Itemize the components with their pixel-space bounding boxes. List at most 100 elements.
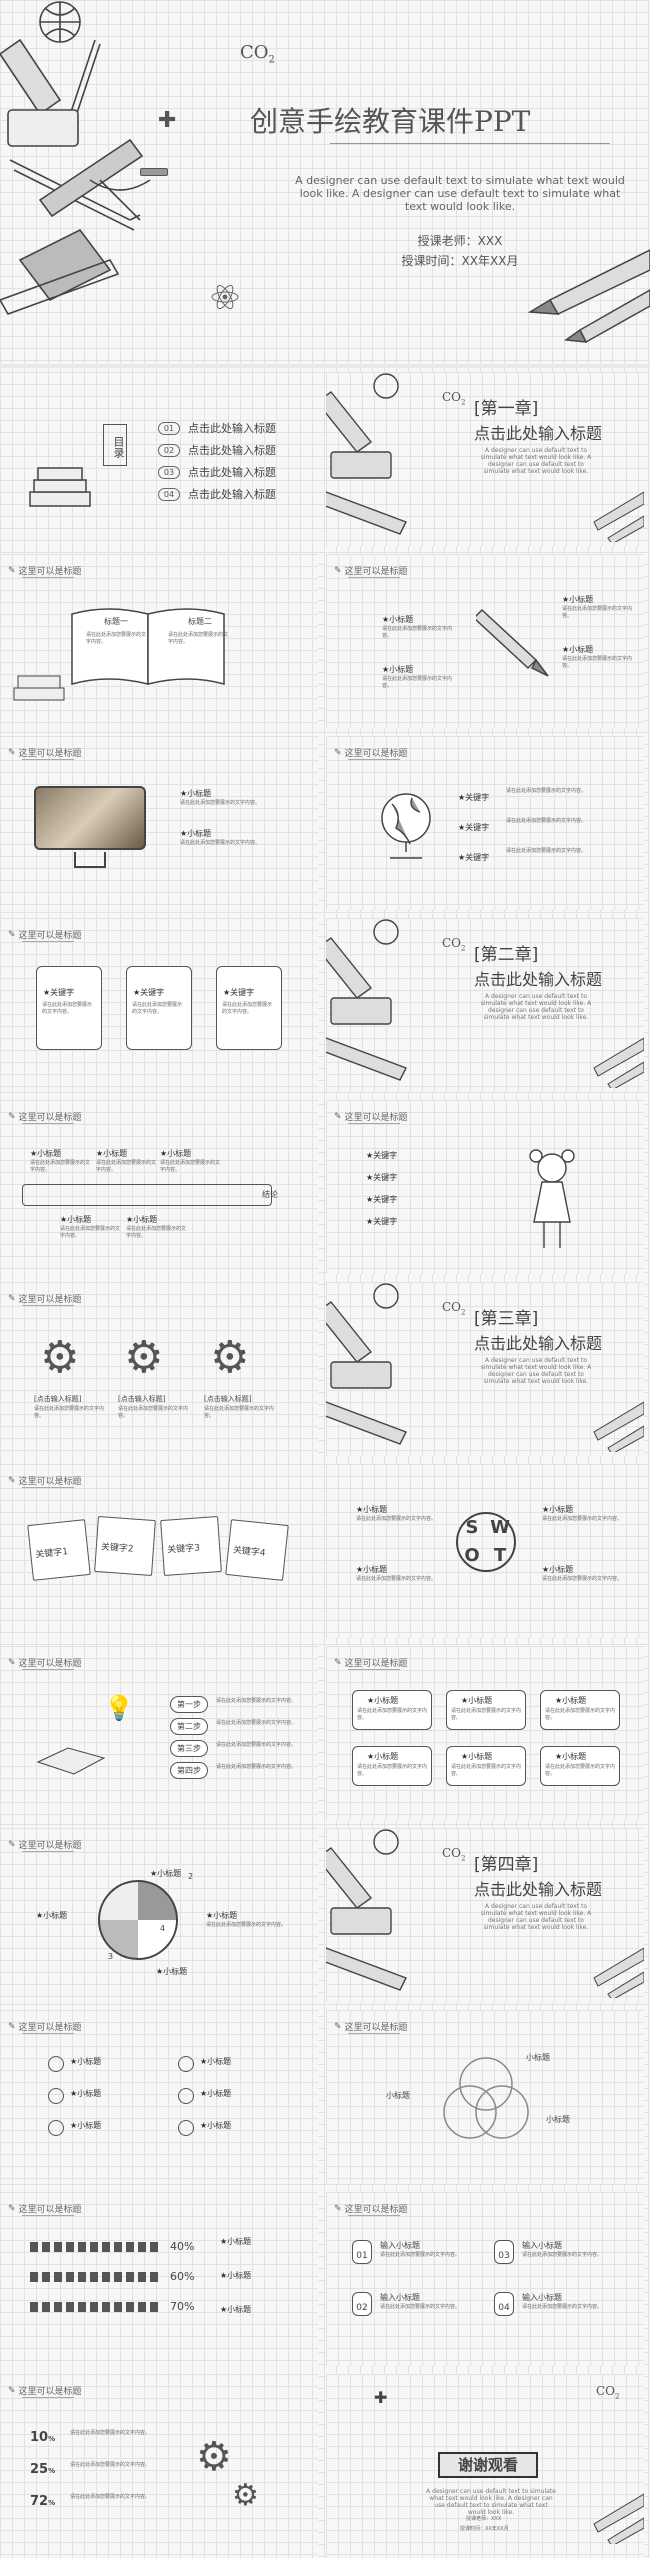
- step-pill[interactable]: 第二步: [170, 1718, 208, 1735]
- sticky-note[interactable]: 关键字3: [160, 1516, 222, 1576]
- chapter-heading: 点击此处输入标题: [474, 1880, 603, 1899]
- slide-stats[interactable]: ✎这里可以是标题 10% 25% 72% 请在此处添加您要展示的文字内容。 请在…: [0, 2374, 318, 2558]
- teacher-line: 授课老师：XXX: [417, 234, 503, 248]
- keyword-card[interactable]: ★关键字请在此处添加您要展示的文字内容。: [36, 966, 102, 1050]
- step-text: 请在此处添加您要展示的文字内容。: [216, 1720, 297, 1726]
- book-title-2: 标题二: [188, 617, 212, 626]
- slide-progress[interactable]: ✎这里可以是标题 40% 60% 70% ★小标题 ★小标题 ★小标题: [0, 2192, 318, 2366]
- slide-chapter-1[interactable]: CO2 [第一章] 点击此处输入标题 A designer can use de…: [326, 372, 644, 546]
- slide-header: ✎这里可以是标题: [8, 929, 82, 942]
- banner-card[interactable]: ★小标题请在此处添加您要展示的文字内容。: [446, 1690, 526, 1730]
- gear-label: [点击输入标题]: [34, 1395, 82, 1403]
- sticky-note[interactable]: 关键字4: [225, 1519, 289, 1581]
- circle-icon: [48, 2056, 64, 2072]
- slide-pencil-points[interactable]: ✎这里可以是标题 ★小标题 请在此处添加您要展示的文字内容。 ★小标题 请在此处…: [326, 554, 644, 728]
- swot-text: 请在此处添加您要展示的文字内容。: [542, 1516, 623, 1522]
- slide-notes[interactable]: ✎这里可以是标题 关键字1 关键字2 关键字3 关键字4: [0, 1464, 318, 1638]
- slide-globe[interactable]: ✎这里可以是标题 ★关键字 请在此处添加您要展示的文字内容。 ★关键字 请在此处…: [326, 736, 644, 910]
- atom-icon: [211, 284, 239, 310]
- banner-card[interactable]: ★小标题请在此处添加您要展示的文字内容。: [352, 1746, 432, 1786]
- slide-chapter-4[interactable]: CO2 [第四章] 点击此处输入标题 A designer can use de…: [326, 1828, 644, 2002]
- point-title: ★小标题: [382, 615, 414, 624]
- pencil-icon: ✎: [8, 2021, 16, 2032]
- pencil-illustration: [476, 608, 549, 677]
- banner-card[interactable]: ★小标题请在此处添加您要展示的文字内容。: [540, 1690, 620, 1730]
- slide-book[interactable]: ✎这里可以是标题 标题一 标题二 请在此处添加您要展示的文字内容。 请在此处添加…: [0, 554, 318, 728]
- input-text: 请在此处添加您要展示的文字内容。: [380, 2252, 461, 2258]
- step-text: 请在此处添加您要展示的文字内容。: [60, 1226, 121, 1239]
- keyword-card[interactable]: ★关键字请在此处添加您要展示的文字内容。: [126, 966, 192, 1050]
- slide-process[interactable]: ✎这里可以是标题 ★小标题 ★小标题 ★小标题 请在此处添加您要展示的文字内容。…: [0, 1100, 318, 1274]
- swot-label: ★小标题: [356, 1505, 388, 1514]
- slide-monitor[interactable]: ✎这里可以是标题 ★小标题 请在此处添加您要展示的文字内容。 ★小标题 请在此处…: [0, 736, 318, 910]
- toc-label: 目录: [103, 424, 127, 466]
- keyword-label: ★关键字: [458, 823, 490, 832]
- step-pill[interactable]: 第四步: [170, 1762, 208, 1779]
- swot-text: 请在此处添加您要展示的文字内容。: [356, 1576, 437, 1582]
- point-text: 请在此处添加您要展示的文字内容。: [382, 676, 453, 689]
- step-text: 请在此处添加您要展示的文字内容。: [30, 1160, 91, 1173]
- keyword-text: 请在此处添加您要展示的文字内容。: [506, 818, 587, 824]
- slide-chapter-3[interactable]: CO2 [第三章] 点击此处输入标题 A designer can use de…: [326, 1282, 644, 1456]
- item-title: ★小标题: [70, 2121, 102, 2130]
- slide-header: ✎这里可以是标题: [8, 2203, 82, 2216]
- toc-text: 点击此处输入标题: [188, 466, 276, 479]
- pencils-icon: [593, 1037, 644, 1088]
- keyword-label: ★关键字: [458, 853, 490, 862]
- slide-gears[interactable]: ✎这里可以是标题 ⚙ ⚙ ⚙ [点击输入标题] [点击输入标题] [点击输入标题…: [0, 1282, 318, 1456]
- stat-number: 10%: [30, 2430, 56, 2445]
- slide-girl[interactable]: ✎这里可以是标题 ★关键字 ★关键字 ★关键字 ★关键字: [326, 1100, 644, 1274]
- slide-header: ✎这里可以是标题: [334, 1657, 408, 1670]
- circle-icon: [178, 2056, 194, 2072]
- pie-num: 2: [188, 1872, 194, 1881]
- teacher-line: 授课老师：XXX: [466, 2516, 502, 2522]
- lightbulb-icon: 💡: [104, 1694, 134, 1722]
- swot-text: 请在此处添加您要展示的文字内容。: [356, 1516, 437, 1522]
- chapter-desc: A designer can use default text to simul…: [480, 993, 592, 1021]
- slide-numbered[interactable]: ✎这里可以是标题 01 02 03 04 输入小标题 输入小标题 输入小标题 输…: [326, 2192, 644, 2366]
- item-title: ★小标题: [200, 2121, 232, 2130]
- step-pill[interactable]: 第一步: [170, 1696, 208, 1713]
- slide-icon-list[interactable]: ✎这里可以是标题 ★小标题 ★小标题 ★小标题 ★小标题 ★小标题 ★小标题: [0, 2010, 318, 2184]
- slide-banners[interactable]: ✎这里可以是标题 ★小标题请在此处添加您要展示的文字内容。 ★小标题请在此处添加…: [326, 1646, 644, 1820]
- stat-number: 72%: [30, 2494, 56, 2509]
- input-text: 请在此处添加您要展示的文字内容。: [522, 2304, 603, 2310]
- banner-card[interactable]: ★小标题请在此处添加您要展示的文字内容。: [540, 1746, 620, 1786]
- pie-num: 3: [108, 1952, 114, 1961]
- books-icon: [36, 1747, 106, 1775]
- pencil-icon: ✎: [8, 929, 16, 940]
- cover-slide[interactable]: CO2 ✚ 创意手绘教育课件PPT A designer can use def…: [0, 0, 650, 368]
- slide-thanks[interactable]: ✚ CO2 谢谢观看 A designer can use default te…: [326, 2374, 644, 2558]
- slide-pie[interactable]: ✎这里可以是标题 2 4 3 ★小标题 ★小标题 ★小标题 ★小标题 请在此处添…: [0, 1828, 318, 2002]
- keyword-card[interactable]: ★关键字请在此处添加您要展示的文字内容。: [216, 966, 282, 1050]
- sticky-note[interactable]: 关键字1: [27, 1519, 91, 1581]
- co2-formula: CO2: [442, 390, 466, 407]
- slide-cards[interactable]: ✎这里可以是标题 ★关键字请在此处添加您要展示的文字内容。 ★关键字请在此处添加…: [0, 918, 318, 1092]
- sticky-note[interactable]: 关键字2: [94, 1516, 156, 1576]
- globe-illustration: [381, 793, 431, 859]
- toc-text: 点击此处输入标题: [188, 422, 276, 435]
- pencil-icon: ✎: [334, 2021, 342, 2032]
- slide-header: ✎这里可以是标题: [334, 747, 408, 760]
- pencils-illustration: [527, 249, 650, 344]
- slide-venn[interactable]: ✎这里可以是标题 小标题 小标题 小标题: [326, 2010, 644, 2184]
- slide-steps[interactable]: ✎这里可以是标题 💡 第一步 第二步 第三步 第四步 请在此处添加您要展示的文字…: [0, 1646, 318, 1820]
- pie-title: ★小标题: [36, 1911, 68, 1920]
- book-title-1: 标题一: [104, 617, 128, 626]
- progress-title: ★小标题: [220, 2271, 252, 2280]
- slide-chapter-2[interactable]: CO2 [第二章] 点击此处输入标题 A designer can use de…: [326, 918, 644, 1092]
- banner-card[interactable]: ★小标题请在此处添加您要展示的文字内容。: [446, 1746, 526, 1786]
- swot-label: ★小标题: [542, 1565, 574, 1574]
- slide-header: ✎这里可以是标题: [8, 747, 82, 760]
- gear-icon: ⚙: [40, 1332, 80, 1383]
- banner-card[interactable]: ★小标题请在此处添加您要展示的文字内容。: [352, 1690, 432, 1730]
- step-title: ★小标题: [60, 1215, 92, 1224]
- step-pill[interactable]: 第三步: [170, 1740, 208, 1757]
- cover-title: 创意手绘教育课件PPT: [250, 105, 531, 138]
